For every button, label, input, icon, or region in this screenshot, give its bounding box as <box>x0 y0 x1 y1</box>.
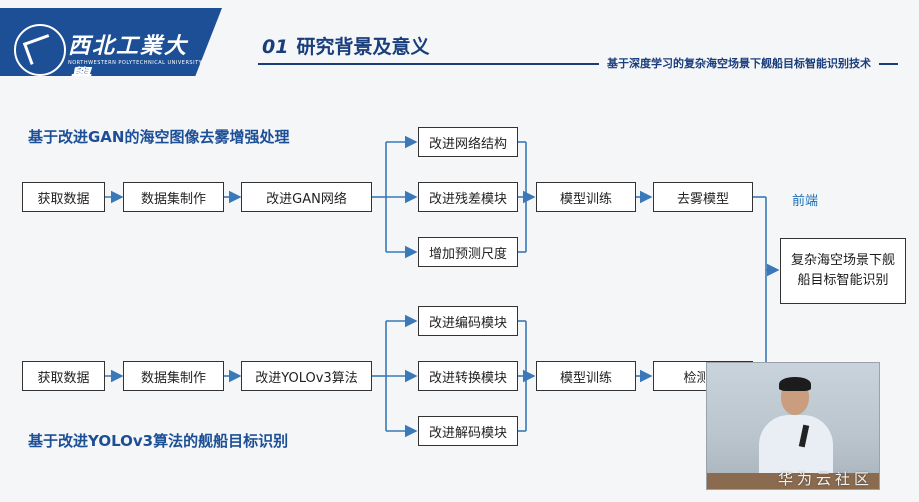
bottom-branch-decoder: 改进解码模块 <box>418 416 518 446</box>
section-title-text: 研究背景及意义 <box>296 36 430 58</box>
top-branch-network-structure: 改进网络结构 <box>418 127 518 157</box>
bottom-model-training: 模型训练 <box>536 361 636 391</box>
section-title: 01 研究背景及意义 <box>262 32 429 59</box>
header-divider <box>258 63 898 65</box>
bottom-heading: 基于改进YOLOv3算法的舰船目标识别 <box>28 432 289 450</box>
top-dehaze-model: 去雾模型 <box>653 182 753 212</box>
top-branch-prediction-scale: 增加预测尺度 <box>418 237 518 267</box>
bottom-branch-encoder: 改进编码模块 <box>418 306 518 336</box>
bottom-step-improved-yolov3: 改进YOLOv3算法 <box>241 361 372 391</box>
podium <box>707 473 879 489</box>
speaker-hair <box>779 377 811 391</box>
university-logo-band: 西北工業大學 NORTHWESTERN POLYTECHNICAL UNIVER… <box>0 8 222 76</box>
watermark: 华为云社区 <box>778 470 874 488</box>
university-emblem-icon <box>14 24 66 76</box>
section-number: 01 <box>262 36 289 58</box>
university-name: 西北工業大學 <box>68 33 189 91</box>
final-ship-recognition-box: 复杂海空场景下舰船目标智能识别 <box>780 238 906 304</box>
university-name-en: NORTHWESTERN POLYTECHNICAL UNIVERSITY <box>68 60 203 66</box>
top-model-training: 模型训练 <box>536 182 636 212</box>
frontend-label: 前端 <box>792 194 819 209</box>
top-branch-residual-module: 改进残差模块 <box>418 182 518 212</box>
top-heading: 基于改进GAN的海空图像去雾增强处理 <box>28 128 290 146</box>
bottom-branch-transform: 改进转换模块 <box>418 361 518 391</box>
top-step-dataset: 数据集制作 <box>123 182 224 212</box>
speaker-video-inset <box>706 362 880 490</box>
top-step-acquire-data: 获取数据 <box>22 182 105 212</box>
top-step-improved-gan: 改进GAN网络 <box>241 182 372 212</box>
bottom-step-dataset: 数据集制作 <box>123 361 224 391</box>
slide-subtitle: 基于深度学习的复杂海空场景下舰船目标智能识别技术 <box>599 55 879 71</box>
bottom-step-acquire-data: 获取数据 <box>22 361 105 391</box>
